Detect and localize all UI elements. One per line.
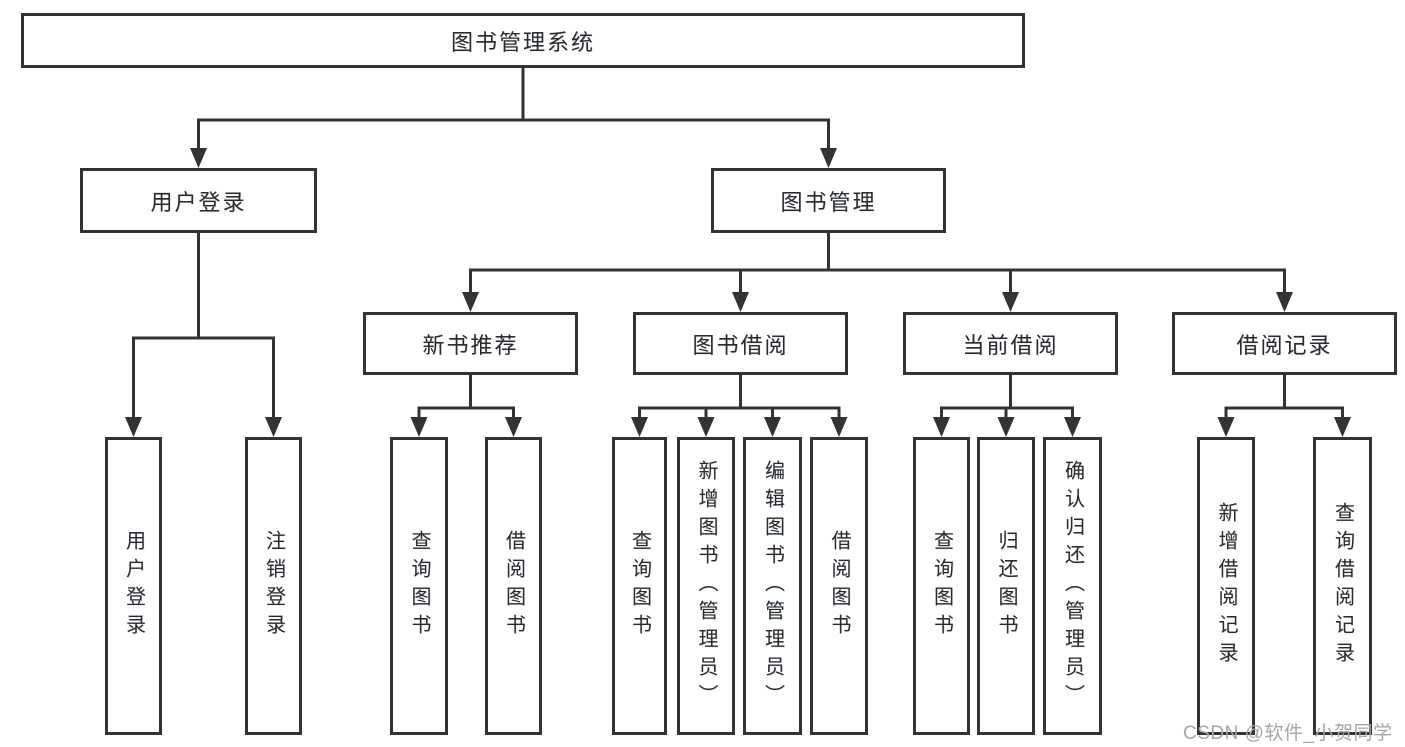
leaf-query-books-current-label: 查询图书 — [930, 530, 953, 642]
node-book-borrow: 图书借阅 — [633, 312, 848, 375]
leaf-edit-book-admin: 编辑图书（管理员） — [743, 437, 802, 735]
leaf-confirm-return-admin-label: 确认归还（管理员） — [1061, 460, 1084, 712]
node-borrow-records: 借阅记录 — [1172, 312, 1397, 375]
node-root: 图书管理系统 — [21, 13, 1025, 68]
leaf-borrow-books: 借阅图书 — [810, 437, 868, 735]
leaf-logout: 注销登录 — [245, 437, 302, 735]
leaf-add-book-admin: 新增图书（管理员） — [677, 437, 735, 735]
leaf-query-books-recommend: 查询图书 — [390, 437, 448, 735]
leaf-logout-label: 注销登录 — [262, 530, 285, 642]
leaf-edit-book-admin-label: 编辑图书（管理员） — [761, 460, 784, 712]
leaf-query-borrow-record: 查询借阅记录 — [1313, 437, 1372, 735]
node-current-borrow-label: 当前借阅 — [962, 332, 1059, 358]
leaf-borrow-books-label: 借阅图书 — [828, 530, 850, 642]
leaf-confirm-return-admin: 确认归还（管理员） — [1043, 437, 1102, 735]
leaf-add-borrow-record: 新增借阅记录 — [1197, 437, 1255, 735]
leaf-add-borrow-record-label: 新增借阅记录 — [1215, 502, 1237, 670]
node-user-login: 用户登录 — [80, 168, 317, 233]
node-root-label: 图书管理系统 — [450, 29, 595, 55]
node-book-management: 图书管理 — [711, 168, 946, 233]
leaf-return-book-label: 归还图书 — [995, 530, 1017, 642]
leaf-user-login: 用户登录 — [105, 437, 162, 735]
leaf-query-books-recommend-label: 查询图书 — [408, 530, 430, 642]
node-book-borrow-label: 图书借阅 — [692, 332, 789, 358]
node-borrow-records-label: 借阅记录 — [1236, 332, 1333, 358]
node-current-borrow: 当前借阅 — [903, 312, 1118, 375]
node-user-login-label: 用户登录 — [150, 189, 247, 215]
leaf-return-book: 归还图书 — [977, 437, 1035, 735]
node-new-book-recommend-label: 新书推荐 — [422, 332, 519, 358]
leaf-borrow-books-recommend-label: 借阅图书 — [502, 530, 525, 642]
watermark: CSDN @软件_小贺同学 — [1183, 723, 1393, 744]
node-book-management-label: 图书管理 — [780, 189, 877, 215]
leaf-query-books-current: 查询图书 — [913, 437, 970, 735]
leaf-query-borrow-record-label: 查询借阅记录 — [1331, 502, 1354, 670]
leaf-query-books-borrow: 查询图书 — [612, 437, 667, 735]
node-new-book-recommend: 新书推荐 — [363, 312, 578, 375]
leaf-borrow-books-recommend: 借阅图书 — [485, 437, 542, 735]
leaf-user-login-label: 用户登录 — [122, 530, 145, 642]
leaf-query-books-borrow-label: 查询图书 — [628, 530, 651, 642]
leaf-add-book-admin-label: 新增图书（管理员） — [695, 460, 717, 712]
